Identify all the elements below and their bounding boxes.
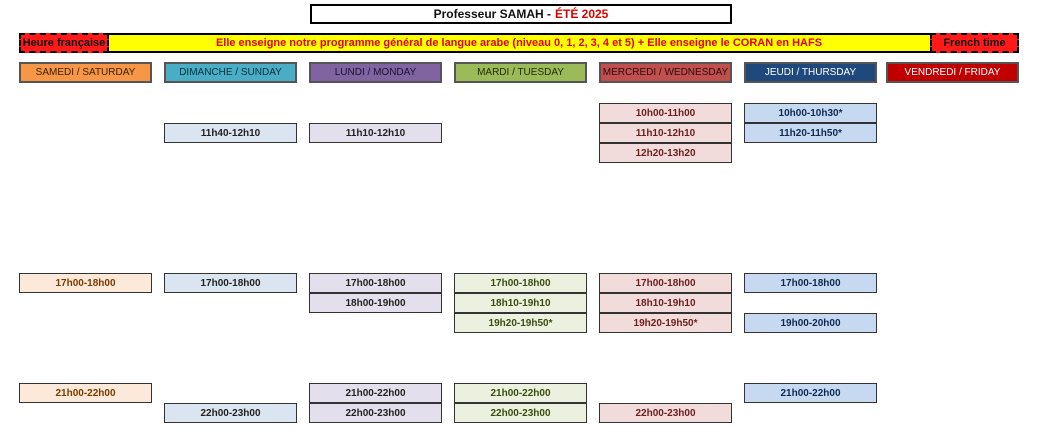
slot-tuesday-4[interactable]: 21h00-22h00	[454, 383, 587, 403]
slot-saturday-2[interactable]: 21h00-22h00	[19, 383, 152, 403]
slot-wednesday-3[interactable]: 12h20-13h20	[599, 143, 732, 163]
day-header-friday: VENDREDI / FRIDAY	[886, 62, 1019, 83]
slot-wednesday-5[interactable]: 18h10-19h10	[599, 293, 732, 313]
day-header-sunday: DIMANCHE / SUNDAY	[164, 62, 297, 83]
title-season: ÉTÉ 2025	[554, 7, 609, 21]
slot-sunday-1[interactable]: 11h40-12h10	[164, 123, 297, 143]
slot-wednesday-1[interactable]: 10h00-11h00	[599, 103, 732, 123]
slot-sunday-2[interactable]: 17h00-18h00	[164, 273, 297, 293]
slot-thursday-2[interactable]: 11h20-11h50*	[744, 123, 877, 143]
day-header-monday: LUNDI / MONDAY	[309, 62, 442, 83]
slot-wednesday-7[interactable]: 22h00-23h00	[599, 403, 732, 423]
day-header-tuesday: MARDI / TUESDAY	[454, 62, 587, 83]
page-title: Professeur SAMAH - ÉTÉ 2025	[310, 4, 732, 24]
slot-saturday-1[interactable]: 17h00-18h00	[19, 273, 152, 293]
slot-monday-3[interactable]: 18h00-19h00	[309, 293, 442, 313]
banner-text: Elle enseigne notre programme général de…	[215, 37, 823, 49]
info-banner: Elle enseigne notre programme général de…	[19, 33, 1019, 53]
slot-thursday-5[interactable]: 21h00-22h00	[744, 383, 877, 403]
day-header-saturday: SAMEDI / SATURDAY	[19, 62, 152, 83]
slot-monday-4[interactable]: 21h00-22h00	[309, 383, 442, 403]
slot-monday-2[interactable]: 17h00-18h00	[309, 273, 442, 293]
slot-wednesday-6[interactable]: 19h20-19h50*	[599, 313, 732, 333]
slot-wednesday-2[interactable]: 11h10-12h10	[599, 123, 732, 143]
slot-sunday-3[interactable]: 22h00-23h00	[164, 403, 297, 423]
slot-monday-1[interactable]: 11h10-12h10	[309, 123, 442, 143]
french-hour-label: Heure française	[19, 33, 109, 53]
slot-thursday-4[interactable]: 19h00-20h00	[744, 313, 877, 333]
slot-thursday-1[interactable]: 10h00-10h30*	[744, 103, 877, 123]
slot-wednesday-4[interactable]: 17h00-18h00	[599, 273, 732, 293]
slot-thursday-3[interactable]: 17h00-18h00	[744, 273, 877, 293]
slot-tuesday-2[interactable]: 18h10-19h10	[454, 293, 587, 313]
day-header-thursday: JEUDI / THURSDAY	[744, 62, 877, 83]
slot-monday-5[interactable]: 22h00-23h00	[309, 403, 442, 423]
slot-tuesday-1[interactable]: 17h00-18h00	[454, 273, 587, 293]
slot-tuesday-3[interactable]: 19h20-19h50*	[454, 313, 587, 333]
french-time-label: French time	[930, 33, 1019, 53]
slot-tuesday-5[interactable]: 22h00-23h00	[454, 403, 587, 423]
title-main: Professeur SAMAH -	[433, 7, 551, 21]
day-header-wednesday: MERCREDI / WEDNESDAY	[599, 62, 732, 83]
